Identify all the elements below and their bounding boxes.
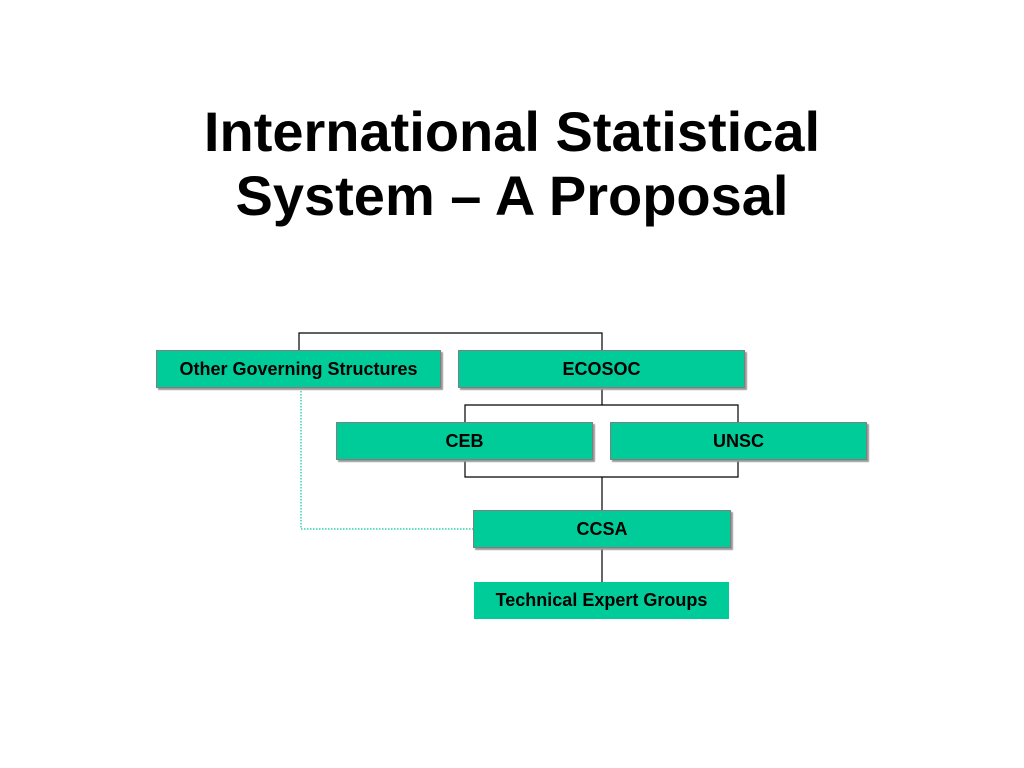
node-ccsa: CCSA	[473, 510, 731, 548]
node-label: UNSC	[712, 430, 764, 451]
node-label: Other Governing Structures	[179, 358, 418, 379]
title-line-1: International Statistical	[203, 100, 821, 163]
node-label: ECOSOC	[562, 358, 641, 379]
node-unsc: UNSC	[610, 422, 867, 460]
connector-ceb-unsc-bottom-bracket	[464, 460, 739, 478]
node-label: Technical Expert Groups	[495, 590, 708, 610]
connector-ceb-unsc-top-bracket	[464, 404, 739, 422]
slide-title: International Statistical System – A Pro…	[0, 100, 1024, 228]
node-other-governing-structures: Other Governing Structures	[156, 350, 441, 388]
node-ecosoc: ECOSOC	[458, 350, 745, 388]
node-label: CEB	[445, 430, 484, 451]
node-label: CCSA	[576, 518, 628, 539]
node-technical-expert-groups: Technical Expert Groups	[474, 582, 729, 619]
title-line-2: System – A Proposal	[235, 164, 789, 227]
dotted-connector-other-ccsa	[300, 388, 473, 530]
connector-ecosoc-other	[298, 332, 603, 350]
node-ceb: CEB	[336, 422, 593, 460]
